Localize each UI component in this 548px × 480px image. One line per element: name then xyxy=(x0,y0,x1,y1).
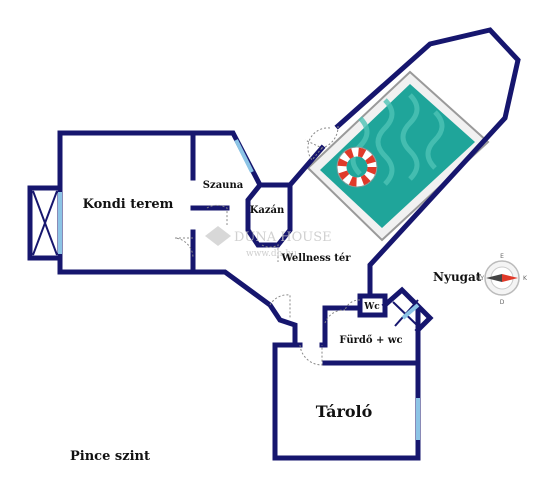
door-tarolo xyxy=(299,344,323,366)
wall-kondi-bay xyxy=(27,185,63,261)
door-kazan xyxy=(261,244,279,262)
wall-kazan xyxy=(245,181,293,248)
pool-waves xyxy=(350,93,445,186)
watermark: DUNA HOUSE www.dh.hu xyxy=(205,226,332,259)
room-label-kazan: Kazán xyxy=(250,205,285,216)
compass-letter-e: E xyxy=(500,253,504,260)
lifebuoy-icon xyxy=(336,146,378,188)
window-bay xyxy=(32,190,62,256)
room-label-tarolo: Tároló xyxy=(316,402,373,421)
door-wc xyxy=(344,299,361,311)
door-furdo xyxy=(324,309,346,324)
wall-shower xyxy=(381,286,434,334)
pool-area xyxy=(306,70,490,242)
watermark-brand: DUNA HOUSE xyxy=(234,230,332,245)
room-label-kondi: Kondi terem xyxy=(83,197,174,212)
door-kondi xyxy=(174,237,194,259)
brand-logo-icon xyxy=(205,226,231,246)
pool-water xyxy=(320,84,475,228)
watermark-url: www.dh.hu xyxy=(246,249,297,259)
door-szauna xyxy=(206,204,228,225)
compass-icon: Nyugat E K D NY xyxy=(433,253,528,306)
compass-letter-ny: NY xyxy=(476,275,484,282)
level-label: Pince szint xyxy=(70,449,150,464)
compass-letter-k: K xyxy=(523,275,528,282)
compass-letter-d: D xyxy=(500,299,505,306)
room-label-wc: Wc xyxy=(363,302,380,312)
windows xyxy=(234,139,420,440)
shower-cross xyxy=(392,299,421,329)
compass-label: Nyugat xyxy=(433,270,482,284)
window-szauna xyxy=(234,139,254,173)
compass-needle-north xyxy=(486,274,502,282)
room-label-wellness: Wellness tér xyxy=(281,253,352,264)
door-pool xyxy=(304,125,339,149)
room-label-szauna: Szauna xyxy=(203,180,244,191)
wall-south-diag xyxy=(190,269,298,348)
door-pool-2 xyxy=(307,127,331,161)
room-label-furdo: Fürdő + wc xyxy=(339,335,402,346)
door-hall xyxy=(269,294,291,318)
doors xyxy=(174,125,361,366)
compass-needle-south xyxy=(502,274,518,282)
